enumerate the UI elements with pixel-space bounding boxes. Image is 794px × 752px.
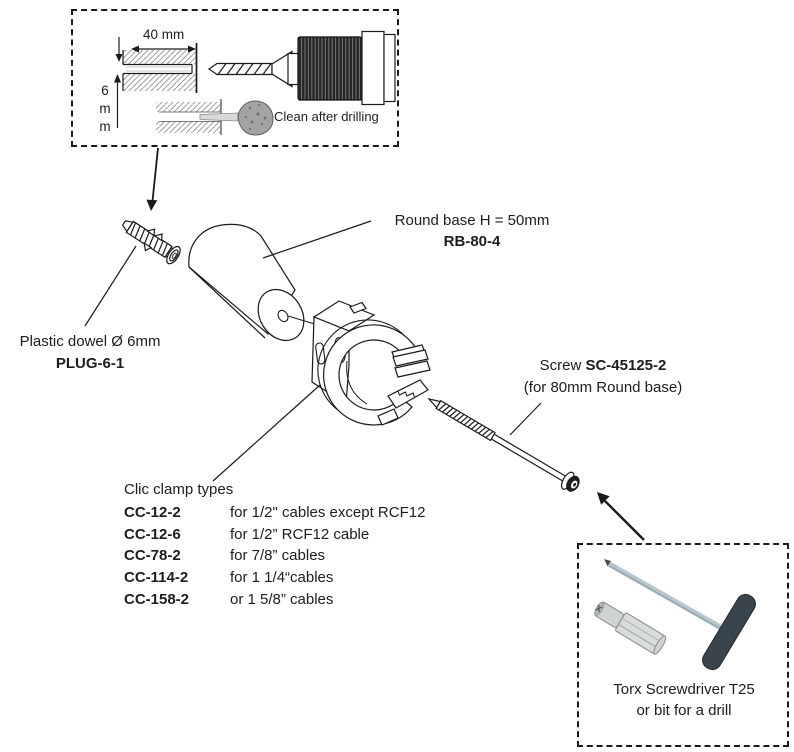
blower-drawing xyxy=(156,99,274,136)
plastic-dowel-label: Plastic dowel Ø 6mm PLUG-6-1 xyxy=(6,331,174,374)
clamp-type-code: CC-12-6 xyxy=(124,526,181,543)
drilling-instructions-box xyxy=(71,9,399,147)
clamp-type-code: CC-78-2 xyxy=(124,547,181,564)
plastic-dowel-code: PLUG-6-1 xyxy=(55,354,125,372)
torx-tool-line1: Torx Screwdriver T25 xyxy=(613,681,755,698)
round-base-code: RB-80-4 xyxy=(443,233,501,250)
round-base-leader-line xyxy=(262,220,372,259)
round-base-description: Round base H = 50mm xyxy=(394,212,550,229)
box-to-dowel-arrow xyxy=(146,147,159,211)
round-base-drawing xyxy=(188,223,305,342)
screw-word: Screw xyxy=(539,357,586,374)
clamp-drawing xyxy=(311,300,431,426)
screw-label: Screw SC-45125-2 (for 80mm Round base) xyxy=(505,355,701,398)
clamp-type-desc: for 1/2" cables except RCF12 xyxy=(230,504,426,521)
torx-tool-label: Torx Screwdriver T25 or bit for a drill xyxy=(581,679,787,721)
dowel-leader-line xyxy=(84,245,137,327)
clamp-type-code: CC-158-2 xyxy=(124,591,190,608)
clamp-type-desc: for 1/2” RCF12 cable xyxy=(230,526,370,543)
hole-diameter-label: 6 m m xyxy=(99,83,111,134)
diameter-dimension-arrows xyxy=(114,37,123,128)
torx-tool-line2: or bit for a drill xyxy=(636,702,732,719)
clamp-type-row: CC-114-2 for 1 1/4“cables xyxy=(124,568,333,588)
clamp-type-desc: or 1 5/8” cables xyxy=(230,591,334,608)
clamp-type-desc: for 1 1/4“cables xyxy=(230,569,334,586)
torx-bit-drawing xyxy=(594,601,667,655)
wall-hole-drawing xyxy=(122,43,198,93)
round-base-label: Round base H = 50mm RB-80-4 xyxy=(383,210,561,252)
screw-drawing xyxy=(427,397,580,492)
clamp-type-desc: for 7/8” cables xyxy=(230,547,326,564)
screw-code: SC-45125-2 xyxy=(585,357,667,374)
plastic-dowel-description: Plastic dowel Ø 6mm xyxy=(19,333,161,350)
torx-screwdriver-drawing xyxy=(604,559,756,671)
depth-dimension-arrow xyxy=(131,45,196,53)
screw-note: (for 80mm Round base) xyxy=(523,378,683,396)
torx-tool-box xyxy=(577,543,789,747)
clamp-type-row: CC-158-2 or 1 5/8” cables xyxy=(124,590,333,610)
dowel-drawing xyxy=(121,220,181,265)
clamp-type-code: CC-12-2 xyxy=(124,504,181,521)
screw-description: Screw SC-45125-2 xyxy=(505,355,701,377)
hole-depth-label: 40 mm xyxy=(143,27,185,42)
clamp-type-row: CC-12-2 for 1/2" cables except RCF12 xyxy=(124,503,425,523)
clamp-leader-line xyxy=(212,384,321,482)
screw-leader-line xyxy=(509,402,542,436)
clamp-type-row: CC-12-6 for 1/2” RCF12 cable xyxy=(124,525,369,545)
clamp-type-code: CC-114-2 xyxy=(124,569,189,586)
drill-drawing xyxy=(207,30,396,106)
clean-after-drilling-label: Clean after drilling xyxy=(274,109,379,124)
torx-to-screw-arrow xyxy=(597,492,645,541)
clamp-types-title: Clic clamp types xyxy=(124,481,234,498)
clamp-type-row: CC-78-2 for 7/8” cables xyxy=(124,546,325,566)
